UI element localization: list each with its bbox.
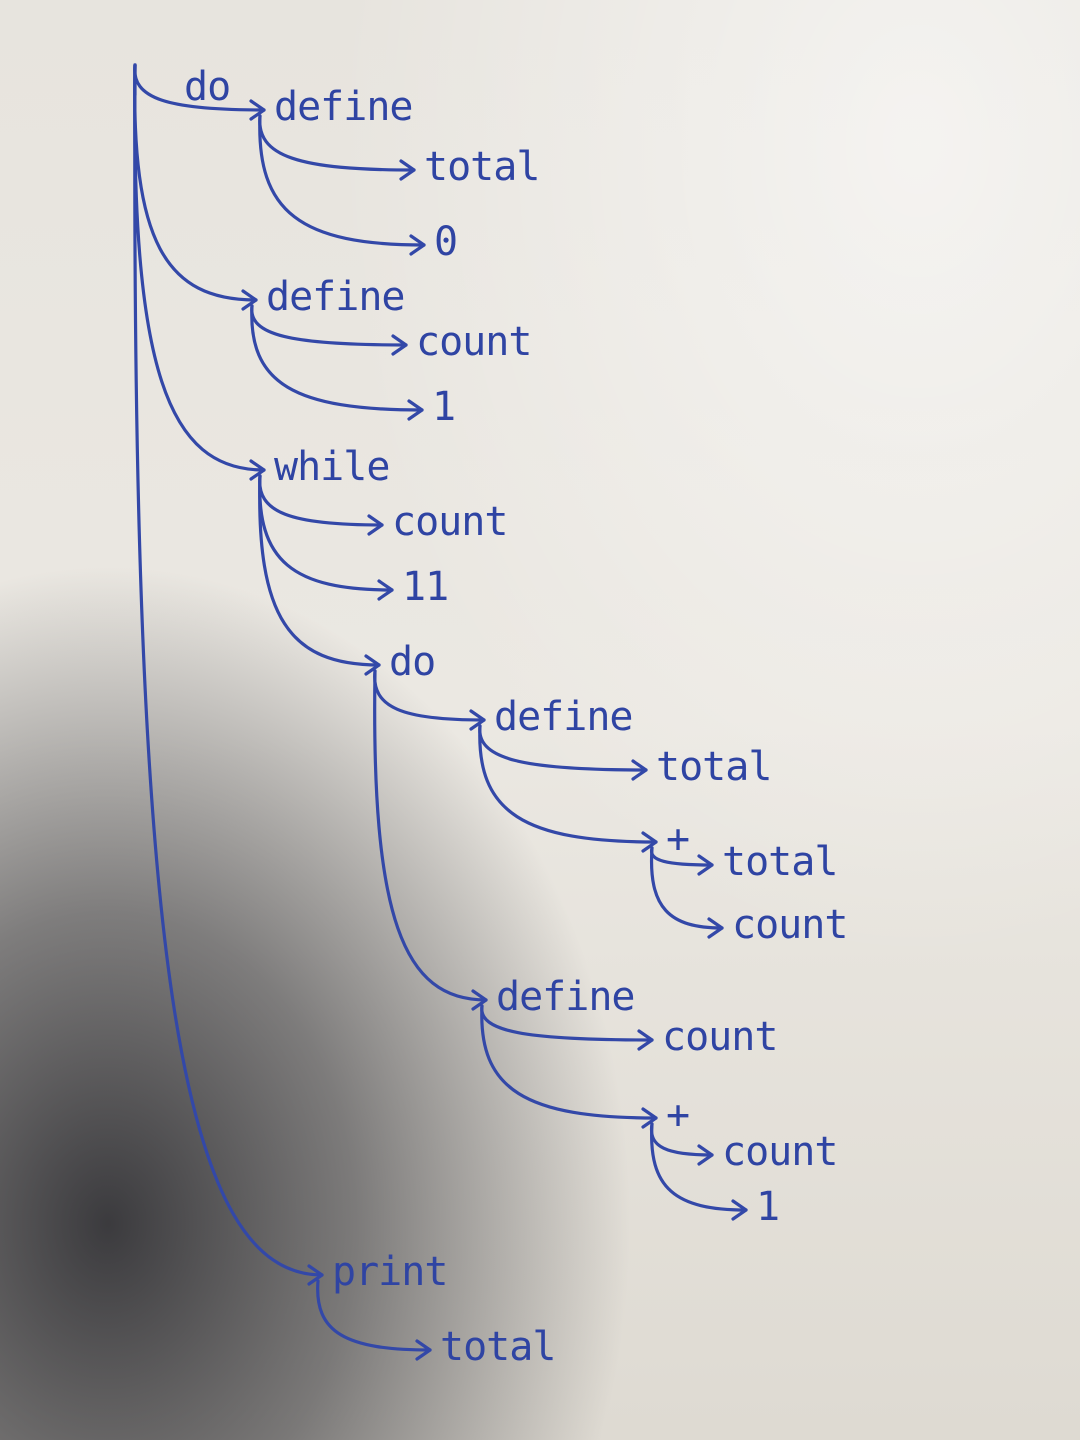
- edge-2-2-1-1-1: [650, 1122, 748, 1212]
- arrowhead-2-2-0-1-1: [707, 917, 724, 939]
- arrowhead-3-0: [415, 1339, 432, 1361]
- edge-2-2-1: [373, 669, 488, 1002]
- arrowhead-1-0: [391, 334, 408, 356]
- node-label-total-2-2-0-0: total: [656, 744, 771, 790]
- node-label-total-2-2-0-1-0: total: [722, 839, 837, 885]
- node-label-total-0-0: total: [424, 144, 539, 190]
- arrowhead-2-1: [377, 579, 394, 601]
- arrowhead-2-2-0-1-0: [697, 854, 714, 876]
- edge-0-1: [258, 114, 426, 247]
- tree-edges: [133, 63, 748, 1361]
- node-label-count-2-2-1-0: count: [662, 1014, 777, 1060]
- arrowhead-2-2-1: [471, 989, 488, 1011]
- arrowhead-2-0: [367, 514, 384, 536]
- node-label-define-2-2-0: define: [494, 694, 633, 740]
- arrowhead-1: [241, 289, 258, 311]
- arrowhead-0-1: [409, 234, 426, 256]
- arrowhead-2-2-1-1-1: [731, 1199, 748, 1221]
- arrowhead-2-2-0: [469, 709, 486, 731]
- node-label-do-2-2: do: [389, 639, 435, 685]
- arrowhead-0-0: [399, 159, 416, 181]
- node-label-print-3: print: [332, 1249, 447, 1295]
- node-label-define-1: define: [266, 274, 405, 320]
- node-label-1-1-1: 1: [432, 384, 455, 430]
- node-label-11-2-1: 11: [402, 564, 448, 610]
- node-label-1-2-2-1-1-1: 1: [756, 1184, 779, 1230]
- arrowhead-2: [249, 459, 266, 481]
- node-label-total-3-0: total: [440, 1324, 555, 1370]
- edge-2: [133, 63, 266, 472]
- node-label-0-0-1: 0: [434, 219, 457, 265]
- node-label-define-2-2-1: define: [496, 974, 635, 1020]
- arrowhead-3: [307, 1264, 324, 1286]
- node-label-x-2-2-0-1: +: [666, 816, 689, 862]
- node-label-count-2-2-0-1-1: count: [732, 902, 847, 948]
- arrowhead-2-2-0-0: [631, 759, 648, 781]
- edge-2-2-0-1: [478, 724, 658, 844]
- arrowhead-2-2-1-1-0: [697, 1144, 714, 1166]
- node-label-define-0: define: [274, 84, 413, 130]
- arrowhead-0: [249, 99, 266, 121]
- arrowhead-2-2: [364, 654, 381, 676]
- arrowhead-1-1: [407, 399, 424, 421]
- edge-2-2: [258, 474, 381, 667]
- arrowhead-2-2-1-0: [637, 1029, 654, 1051]
- edge-1-1: [250, 304, 424, 412]
- edge-3-0: [316, 1279, 432, 1352]
- arrowhead-2-2-0-1: [641, 831, 658, 853]
- node-label-do-root: do: [184, 64, 230, 110]
- node-label-count-1-0: count: [416, 319, 531, 365]
- edge-3: [133, 63, 324, 1277]
- edge-2-2-0-1-1: [649, 846, 724, 930]
- arrowhead-2-2-1-1: [641, 1107, 658, 1129]
- edge-2-2-1-1: [480, 1004, 658, 1120]
- node-label-count-2-2-1-1-0: count: [722, 1129, 837, 1175]
- node-label-count-2-0: count: [392, 499, 507, 545]
- node-label-while-2: while: [274, 444, 389, 490]
- node-label-x-2-2-1-1: +: [666, 1092, 689, 1138]
